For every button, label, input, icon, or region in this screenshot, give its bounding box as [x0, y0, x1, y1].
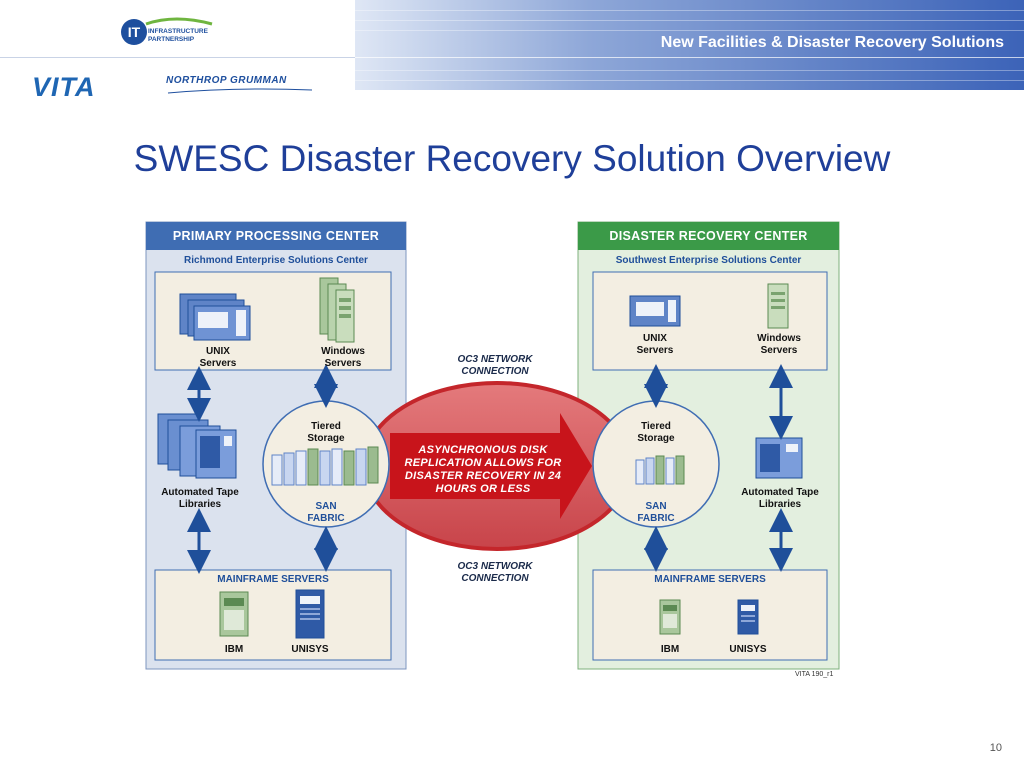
dr-unix-label: UNIX Servers	[636, 333, 674, 356]
replication-arrow	[390, 413, 592, 519]
figure-id: VITA 190_r1	[795, 671, 834, 678]
oc3-bottom-label: OC3 NETWORK CONNECTION	[457, 561, 533, 584]
it-partnership-line2: PARTNERSHIP	[148, 36, 195, 43]
oc3-top-label: OC3 NETWORK CONNECTION	[457, 354, 533, 377]
primary-ibm-icon	[219, 591, 249, 637]
primary-windows-label: Windows Servers	[321, 346, 365, 369]
dr-tape-icon	[755, 437, 803, 479]
primary-windows-icon	[319, 277, 355, 343]
dr-ibm-icon	[659, 599, 681, 635]
dr-mainframe-label: MAINFRAME SERVERS	[654, 574, 766, 585]
primary-tape-label: Automated Tape Libraries	[161, 487, 239, 510]
dr-header: DISASTER RECOVERY CENTER	[609, 229, 808, 243]
primary-unix-icon	[179, 293, 251, 341]
svg-text:IT: IT	[128, 24, 141, 40]
primary-header-bar	[146, 222, 406, 250]
dr-tape-label: Automated Tape Libraries	[741, 487, 819, 510]
primary-tape-icon	[157, 413, 237, 479]
dr-ibm-label: IBM	[660, 644, 680, 655]
primary-storage-disks	[271, 446, 379, 486]
dr-unisys-label: UNISYS	[729, 644, 767, 655]
primary-header: PRIMARY PROCESSING CENTER	[172, 229, 380, 243]
it-partnership-logo: IT INFRASTRUCTURE PARTNERSHIP	[120, 16, 220, 48]
primary-storage-label: Tiered Storage	[307, 421, 345, 444]
dr-windows-label: Windows Servers	[757, 333, 801, 356]
dr-unisys-icon	[737, 599, 759, 635]
dr-san-label: SAN FABRIC	[637, 501, 675, 524]
primary-subheader: Richmond Enterprise Solutions Center	[184, 255, 368, 266]
primary-unisys-icon	[295, 589, 325, 639]
dr-mainframe-box	[592, 569, 828, 661]
header-band	[355, 0, 1024, 90]
slide-title: SWESC Disaster Recovery Solution Overvie…	[133, 138, 891, 179]
northrop-grumman-logo: NORTHROP GRUMMAN	[166, 75, 316, 99]
northrop-grumman-text: NORTHROP GRUMMAN	[166, 75, 287, 86]
header-divider	[0, 57, 355, 58]
header-title: New Facilities & Disaster Recovery Solut…	[660, 34, 1004, 51]
replication-label: ASYNCHRONOUS DISK REPLICATION ALLOWS FOR…	[404, 444, 562, 495]
dr-subheader: Southwest Enterprise Solutions Center	[615, 255, 802, 266]
dr-unix-icon	[629, 295, 681, 327]
primary-unisys-label: UNISYS	[291, 644, 329, 655]
dr-header-bar	[578, 222, 839, 250]
primary-san-label: SAN FABRIC	[307, 501, 345, 524]
it-partnership-line1: INFRASTRUCTURE	[148, 28, 208, 35]
primary-ibm-label: IBM	[224, 644, 244, 655]
page-number: 10	[989, 742, 1002, 754]
dr-storage-disks	[635, 455, 685, 485]
primary-unix-label: UNIX Servers	[199, 346, 237, 369]
primary-mainframe-box	[154, 569, 392, 661]
dr-windows-icon	[767, 283, 789, 329]
dr-storage-label: Tiered Storage	[637, 421, 675, 444]
primary-mainframe-label: MAINFRAME SERVERS	[217, 574, 329, 585]
vita-logo: VITA	[32, 72, 96, 102]
